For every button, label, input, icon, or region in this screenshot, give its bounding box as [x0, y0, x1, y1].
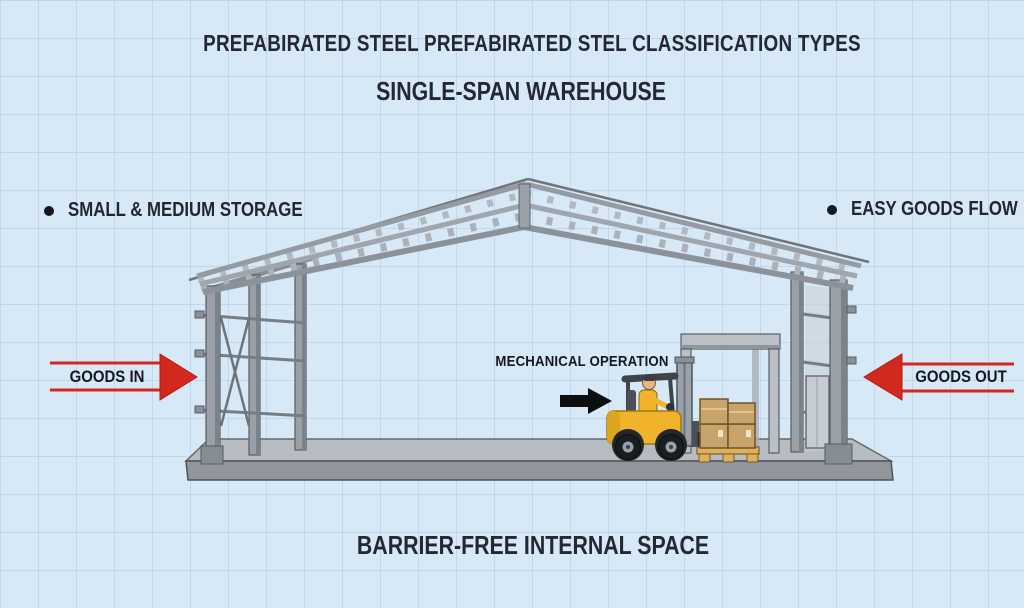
page-subtitle: SINGLE-SPAN WAREHOUSE — [376, 76, 666, 106]
bullet-icon — [827, 204, 837, 215]
door-track — [752, 349, 759, 449]
bullet-icon — [44, 205, 54, 216]
seat — [627, 390, 636, 414]
mechanical-operation-label: MECHANICAL OPERATION — [495, 353, 669, 370]
column-footing — [200, 445, 224, 465]
box-label — [746, 430, 751, 437]
roof-left-slope — [188, 177, 529, 295]
pallet-load — [696, 398, 760, 463]
wheel-center — [626, 445, 630, 449]
mid-chord — [199, 202, 526, 287]
mast-cap — [674, 356, 695, 364]
girt-tab — [846, 356, 857, 365]
box-label — [718, 430, 723, 437]
door-header-shade — [681, 345, 780, 349]
column-shade — [256, 275, 260, 455]
driver-hair — [643, 375, 656, 381]
door-post — [768, 348, 780, 454]
pallet-block — [722, 453, 735, 463]
roof-deck-edge — [527, 177, 870, 264]
right-wall — [790, 271, 857, 465]
feature-right: EASY GOODS FLOW — [827, 198, 1024, 221]
goods-in-label: GOODS IN — [69, 367, 145, 386]
bottom-caption: BARRIER-FREE INTERNAL SPACE — [356, 530, 710, 560]
feature-left: SMALL & MEDIUM STORAGE — [44, 199, 347, 222]
box — [699, 398, 729, 425]
box — [699, 423, 729, 449]
steering-wheel — [666, 403, 674, 411]
page-title: PREFABIRATED STEEL PREFABIRATED STEL CLA… — [203, 30, 861, 56]
floor-front-face — [185, 460, 894, 481]
mid-chord — [524, 202, 858, 279]
left-end-wall — [194, 254, 317, 465]
feature-left-label: SMALL & MEDIUM STORAGE — [68, 199, 303, 221]
top-chord — [196, 181, 527, 279]
roof-right-slope — [518, 177, 870, 291]
x-brace — [219, 317, 251, 427]
floor-slab — [184, 438, 894, 481]
column-shade — [799, 272, 803, 452]
pallet-block — [698, 453, 711, 463]
feature-right-label: EASY GOODS FLOW — [851, 198, 1018, 220]
goods-in-arrow-icon — [50, 353, 198, 401]
girt-tab — [846, 305, 857, 314]
column-footing — [824, 443, 853, 465]
goods-out-label: GOODS OUT — [915, 367, 1007, 386]
girt — [802, 312, 833, 320]
forklift — [606, 356, 757, 461]
girt — [802, 360, 833, 368]
column-shade — [841, 280, 847, 448]
bottom-chord — [202, 224, 525, 295]
ridge-plate — [518, 183, 531, 229]
bottom-chord — [523, 224, 854, 291]
column-shade — [302, 264, 306, 450]
purlin-row — [523, 212, 856, 286]
arrow-head — [863, 353, 903, 401]
girt-tab — [194, 349, 205, 358]
mechanical-operation-arrow-icon — [560, 388, 612, 414]
goods-out-arrow-icon — [863, 353, 1014, 401]
purlin-row — [197, 190, 526, 284]
wheel-center — [669, 445, 673, 449]
fork-carriage — [692, 421, 699, 447]
column-shade — [215, 286, 220, 462]
girt-tab — [194, 310, 205, 319]
floor-top-surface — [184, 438, 894, 462]
girt-tab — [194, 405, 205, 414]
top-chord — [525, 181, 862, 269]
purlin-row — [200, 212, 525, 292]
driver-arm — [648, 395, 671, 410]
pallet-block — [746, 453, 759, 463]
box — [727, 402, 756, 425]
arrow-head — [159, 353, 198, 401]
